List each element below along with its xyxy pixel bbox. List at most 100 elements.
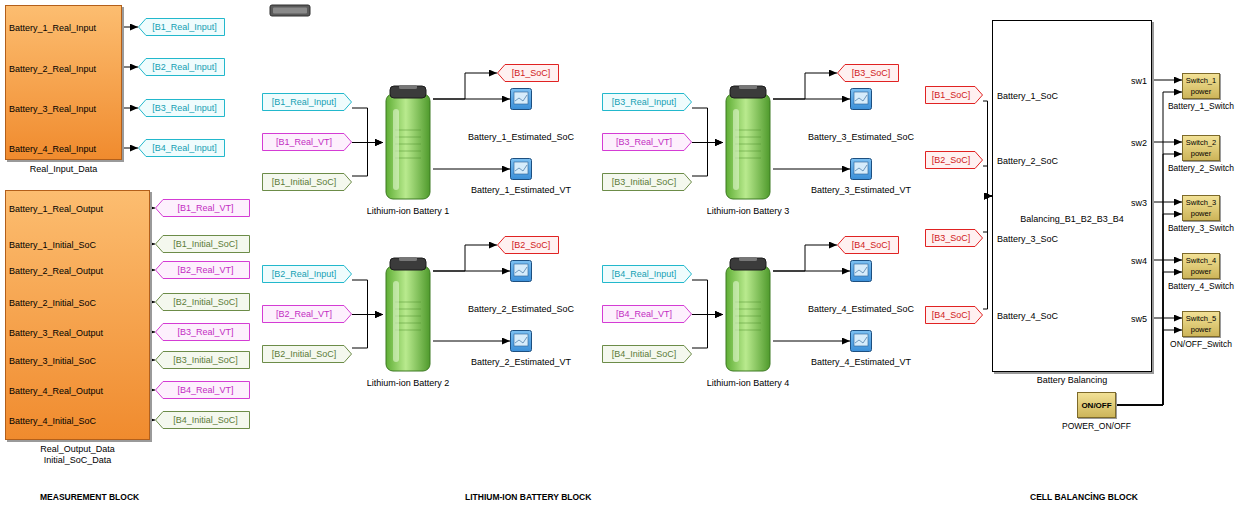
signal-line xyxy=(352,314,383,315)
signal-line xyxy=(122,148,138,149)
scope-icon xyxy=(850,158,872,180)
signal-line xyxy=(352,143,383,177)
signal-tag: [B4_SoC] xyxy=(925,306,983,324)
signal-tag: [B3_SoC] xyxy=(925,229,983,247)
block-name: Battery_1_Estimated_SoC xyxy=(467,132,575,143)
tag-label: [B2_Real_Input] xyxy=(272,269,337,280)
scope-block: Battery_1_Estimated_VT xyxy=(510,158,532,180)
block-name: Battery_3_Estimated_SoC xyxy=(807,132,915,143)
port-label: Battery_2_Initial_SoC xyxy=(9,298,96,309)
switch-block: Switch_3powerBattery_3_Switch xyxy=(1182,195,1220,221)
block-name: Battery_1_Estimated_VT xyxy=(470,185,572,196)
tag-label: [B4_Real_VT] xyxy=(616,309,672,320)
tag-label: [B3_Real_VT] xyxy=(177,327,233,338)
block-name: Real_Output_Data Initial_SoC_Data xyxy=(25,444,131,466)
tag-label: [B4_Real_VT] xyxy=(177,385,233,396)
port-label: Switch_5 xyxy=(1186,314,1216,324)
signal-line xyxy=(773,245,837,271)
signal-line xyxy=(692,280,723,315)
signal-line xyxy=(150,302,155,303)
signal-line xyxy=(433,341,510,342)
port-label: Switch_1 xyxy=(1186,76,1216,86)
signal-line xyxy=(773,341,850,342)
block-name: Lithium-ion Battery 2 xyxy=(366,378,451,389)
tag-label: [B3_SoC] xyxy=(852,68,891,79)
battery-block: Lithium-ion Battery 3 xyxy=(723,85,773,200)
port-label: power xyxy=(1191,209,1211,219)
tag-label: [B2_Real_VT] xyxy=(276,309,332,320)
port-label: Switch_4 xyxy=(1186,256,1216,266)
tag-label: [B4_SoC] xyxy=(852,240,891,251)
battery-block: Lithium-ion Battery 1 xyxy=(383,85,433,200)
signal-line xyxy=(433,169,510,170)
signal-line xyxy=(122,108,138,109)
signal-line xyxy=(983,101,992,196)
signal-tag: [B3_Real_Input] xyxy=(602,93,692,111)
tag-label: [B1_Real_Input] xyxy=(272,97,337,108)
block-name: Battery_2_Estimated_SoC xyxy=(467,304,575,315)
signal-line xyxy=(150,360,155,361)
scope-block: Battery_4_Estimated_SoC xyxy=(850,260,872,282)
block-name: Lithium-ion Battery 1 xyxy=(366,206,451,217)
signal-line xyxy=(1152,142,1182,143)
port-label: sw4 xyxy=(1131,256,1147,267)
signal-line xyxy=(1152,318,1182,319)
block-name: POWER_ON/OFF xyxy=(1061,421,1132,432)
tag-label: [B2_SoC] xyxy=(932,155,971,166)
tag-label: [B2_Initial_SoC] xyxy=(173,297,238,308)
signal-tag: [B2_Real_VT] xyxy=(155,261,250,279)
signal-tag: [B3_Initial_SoC] xyxy=(602,173,692,191)
scope-icon xyxy=(510,88,532,110)
tag-label: [B3_Initial_SoC] xyxy=(612,177,677,188)
port-label: Battery_3_SoC xyxy=(997,234,1058,245)
tag-label: [B2_Real_Input] xyxy=(152,62,217,73)
block-name: Lithium-ion Battery 4 xyxy=(706,378,791,389)
signal-tag: [B3_Real_VT] xyxy=(602,133,692,151)
tag-label: [B4_Initial_SoC] xyxy=(612,349,677,360)
signal-line xyxy=(150,270,155,271)
signal-line xyxy=(692,142,723,143)
signal-tag: [B4_Real_VT] xyxy=(155,381,250,399)
port-label: sw2 xyxy=(1131,138,1147,149)
signal-line xyxy=(773,99,850,100)
tag-label: [B4_SoC] xyxy=(932,310,971,321)
scope-block: Battery_2_Estimated_VT xyxy=(510,330,532,352)
scope-icon xyxy=(850,88,872,110)
block-name: Lithium-ion Battery 3 xyxy=(706,206,791,217)
signal-line xyxy=(692,108,723,143)
scope-icon xyxy=(850,260,872,282)
tag-label: [B4_Initial_SoC] xyxy=(173,415,238,426)
signal-line xyxy=(433,99,510,100)
signal-tag: [B1_Real_Input] xyxy=(262,93,352,111)
signal-tag: [B1_SoC] xyxy=(497,64,559,82)
signal-line xyxy=(352,280,383,315)
signal-tag: [B4_Real_VT] xyxy=(602,305,692,323)
signal-line xyxy=(983,196,992,309)
signal-line xyxy=(1152,260,1182,261)
tag-label: [B1_Real_VT] xyxy=(276,137,332,148)
tag-label: [B1_Real_VT] xyxy=(177,203,233,214)
port-label: Battery_1_Initial_SoC xyxy=(9,240,96,251)
scope-block: Battery_1_Estimated_SoC xyxy=(510,88,532,110)
block-name: Battery_2_Estimated_VT xyxy=(470,357,572,368)
signal-line xyxy=(150,390,155,391)
signal-line xyxy=(352,142,383,143)
scope-block: Battery_4_Estimated_VT xyxy=(850,330,872,352)
port-label: sw3 xyxy=(1131,198,1147,209)
signal-tag: [B3_Initial_SoC] xyxy=(155,351,250,369)
signal-tag: [B1_Real_VT] xyxy=(262,133,352,151)
battery-cell-icon xyxy=(383,257,433,372)
port-label: power xyxy=(1191,87,1211,97)
scope-icon xyxy=(510,158,532,180)
port-label: Battery_4_SoC xyxy=(997,311,1058,322)
signal-line xyxy=(773,169,850,170)
signal-tag: [B1_Initial_SoC] xyxy=(155,235,250,253)
signal-line xyxy=(433,73,497,99)
port-label: Battery_4_Initial_SoC xyxy=(9,416,96,427)
signal-tag: [B2_Real_Input] xyxy=(262,265,352,283)
tag-label: [B3_Real_Input] xyxy=(152,103,217,114)
signal-line xyxy=(1152,80,1182,81)
tag-label: [B3_Real_Input] xyxy=(612,97,677,108)
signal-tag: [B1_Real_Input] xyxy=(138,18,225,36)
